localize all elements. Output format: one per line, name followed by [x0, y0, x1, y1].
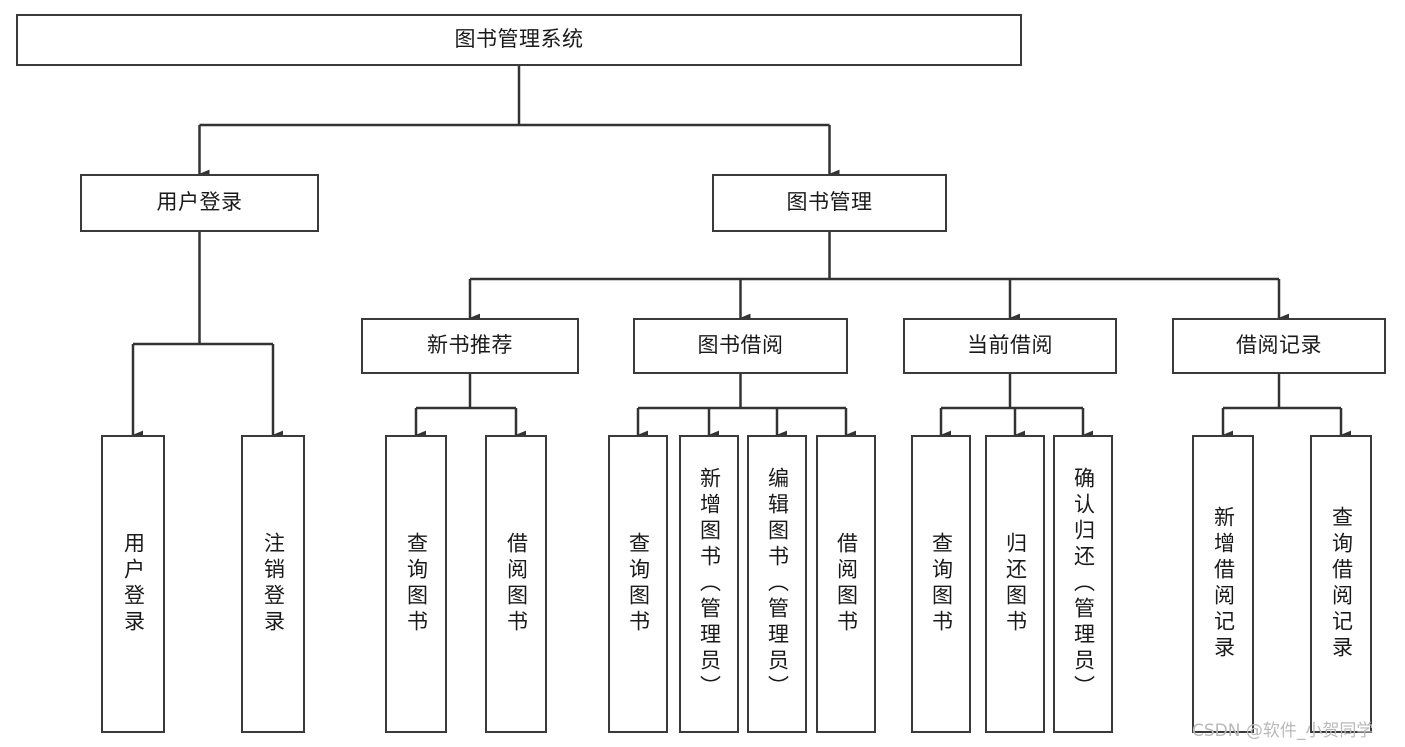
node-label: 图书管理 — [786, 190, 873, 215]
node-label: 用户登录 — [156, 190, 243, 215]
node-leaf_query_book_bb[interactable]: 查询图书 — [608, 435, 668, 733]
node-label: 借阅图书 — [834, 532, 859, 636]
node-leaf_borrow_book_bb[interactable]: 借阅图书 — [816, 435, 876, 733]
node-label: 用户登录 — [121, 532, 146, 636]
node-label: 查询借阅记录 — [1329, 506, 1354, 662]
node-leaf_confirm_return[interactable]: 确认归还（管理员） — [1053, 435, 1113, 733]
node-label: 查询图书 — [929, 532, 954, 636]
node-label: 确认归还（管理员） — [1071, 467, 1096, 701]
node-label: 图书借阅 — [697, 333, 784, 358]
node-leaf_logout[interactable]: 注销登录 — [241, 435, 305, 733]
node-book_borrow[interactable]: 图书借阅 — [633, 318, 848, 374]
node-book_manage[interactable]: 图书管理 — [712, 174, 947, 232]
node-label: 归还图书 — [1003, 532, 1028, 636]
node-root[interactable]: 图书管理系统 — [16, 14, 1022, 66]
node-label: 编辑图书（管理员） — [765, 467, 790, 701]
node-leaf_add_book[interactable]: 新增图书（管理员） — [679, 435, 739, 733]
node-leaf_add_record[interactable]: 新增借阅记录 — [1192, 435, 1254, 733]
node-leaf_return_book[interactable]: 归还图书 — [985, 435, 1045, 733]
node-label: 借阅图书 — [504, 532, 529, 636]
node-leaf_borrow_book_rec[interactable]: 借阅图书 — [485, 435, 547, 733]
node-leaf_query_record[interactable]: 查询借阅记录 — [1310, 435, 1372, 733]
node-leaf_query_book_cb[interactable]: 查询图书 — [911, 435, 971, 733]
node-leaf_user_login[interactable]: 用户登录 — [101, 435, 165, 733]
node-label: 新增借阅记录 — [1211, 506, 1236, 662]
node-label: 注销登录 — [261, 532, 286, 636]
node-label: 借阅记录 — [1236, 333, 1322, 358]
node-user_login[interactable]: 用户登录 — [80, 174, 319, 232]
node-current_borrow[interactable]: 当前借阅 — [903, 318, 1117, 374]
node-label: 当前借阅 — [967, 333, 1053, 358]
node-label: 查询图书 — [626, 532, 651, 636]
node-label: 新书推荐 — [427, 333, 513, 358]
node-label: 图书管理系统 — [454, 27, 584, 52]
node-leaf_edit_book[interactable]: 编辑图书（管理员） — [747, 435, 807, 733]
node-label: 新增图书（管理员） — [697, 467, 722, 701]
node-new_book_rec[interactable]: 新书推荐 — [361, 318, 579, 374]
node-borrow_record[interactable]: 借阅记录 — [1172, 318, 1386, 374]
node-label: 查询图书 — [404, 532, 429, 636]
node-leaf_query_book_rec[interactable]: 查询图书 — [385, 435, 447, 733]
